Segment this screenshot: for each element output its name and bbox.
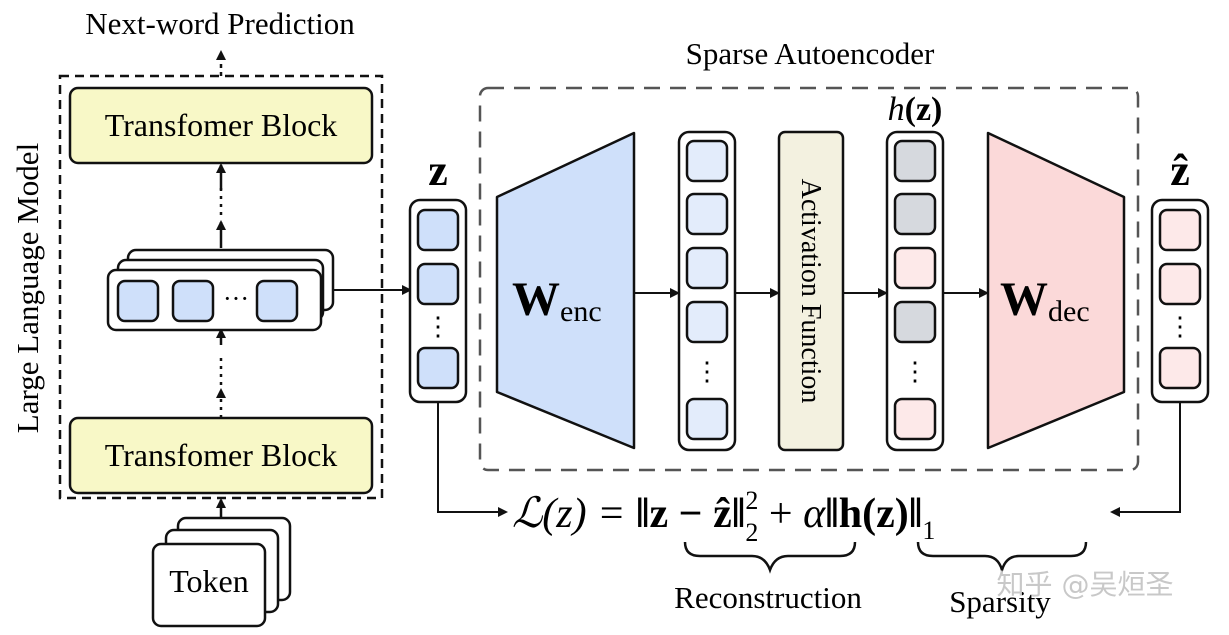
transformer-block-bottom-label: Transfomer Block [105, 437, 338, 473]
token-label: Token [169, 563, 249, 599]
w-dec-label: Wdec [1000, 273, 1090, 328]
activation-function-label: Activation Function [795, 179, 826, 404]
sae-container [478, 86, 1140, 472]
hidden-cell-n [255, 279, 299, 323]
activation-function-box: Activation Function [777, 130, 845, 452]
token-stack: Token [151, 516, 292, 628]
next-word-prediction-label: Next-word Prediction [85, 6, 355, 41]
sparsity-brace [916, 541, 1088, 575]
pre-activation-vdots: ⋮ [694, 357, 720, 386]
pre-activation-vector: ⋮ [677, 130, 737, 452]
transformer-block-bottom: Transfomer Block [68, 416, 374, 495]
zhat-vdots: ⋮ [1167, 312, 1193, 341]
hidden-dots: ··· [223, 284, 249, 313]
z-vector: ⋮ [408, 198, 468, 404]
hidden-cell-1 [116, 279, 160, 323]
z-to-loss-arrow [437, 402, 508, 517]
hidden-cell-2 [171, 279, 215, 323]
sparsity-label: Sparsity [949, 584, 1051, 619]
hz-vdots: ⋮ [902, 357, 928, 386]
reconstruction-label: Reconstruction [674, 580, 862, 615]
llm-side-label: Large Language Model [10, 143, 45, 433]
sae-title: Sparse Autoencoder [686, 36, 935, 71]
transformer-block-top-label: Transfomer Block [105, 107, 338, 143]
hidden-state-stack: ··· [106, 248, 335, 332]
hz-label: h(z) [888, 91, 943, 128]
zhat-to-loss-arrow [1110, 402, 1181, 517]
zhat-label: ẑ [1170, 146, 1190, 195]
transformer-block-top: Transfomer Block [68, 86, 374, 165]
z-vdots: ⋮ [425, 312, 451, 341]
decoder: Wdec [986, 131, 1126, 450]
zhat-vector: ⋮ [1150, 198, 1210, 404]
w-enc-label: Wenc [512, 273, 602, 328]
hz-vector: ⋮ [885, 130, 945, 452]
z-label: z [428, 146, 448, 195]
encoder: Wenc [495, 131, 636, 450]
reconstruction-brace [683, 541, 857, 574]
watermark: 知乎 @吴烜圣 [997, 568, 1174, 601]
